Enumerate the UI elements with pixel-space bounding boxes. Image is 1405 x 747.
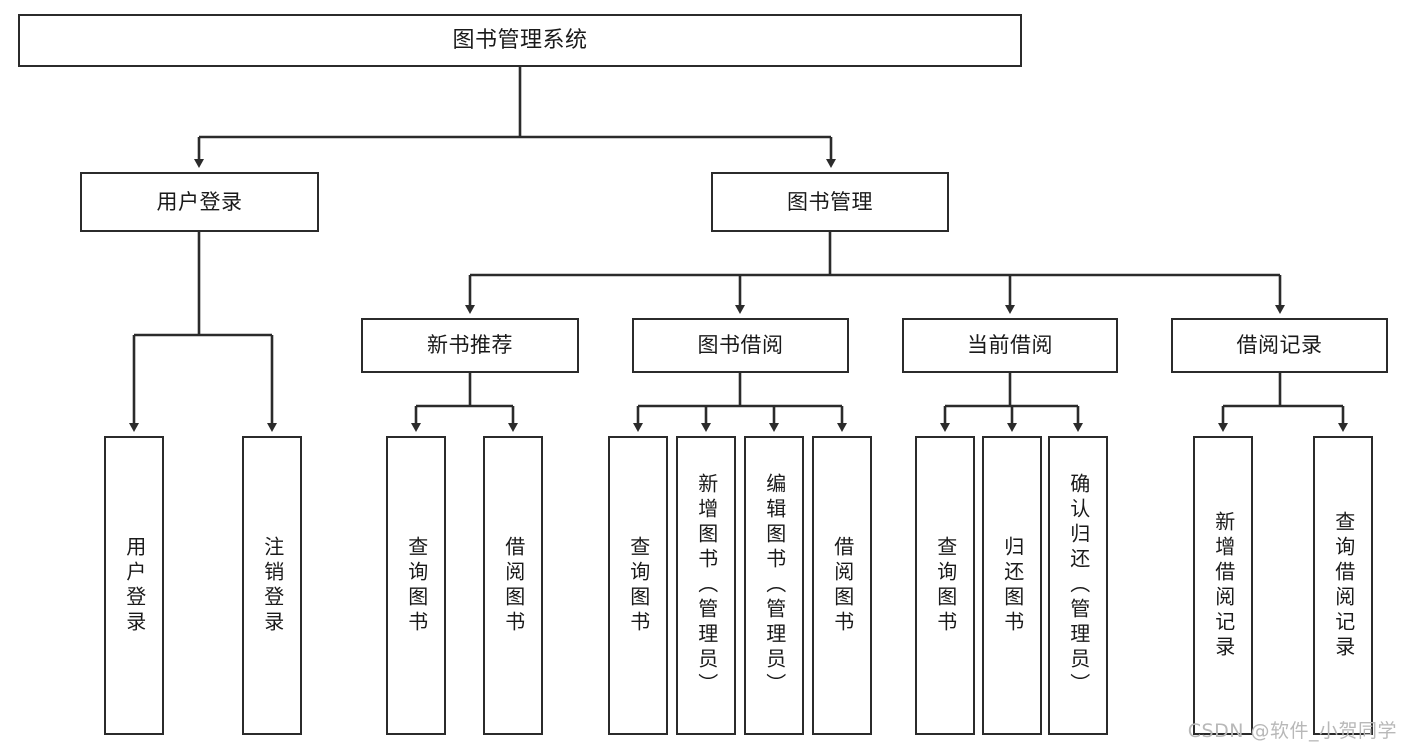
node-user-login-label: 用户登录 [156,189,243,214]
leaf-edit-book[interactable]: 编辑图书（管理员） [744,436,804,735]
leaf-confirm-return[interactable]: 确认归还（管理员） [1048,436,1108,735]
node-root[interactable]: 图书管理系统 [18,14,1022,67]
leaf-add-book[interactable]: 新增图书（管理员） [676,436,736,735]
leaf-query-book-2[interactable]: 查询图书 [608,436,668,735]
leaf-add-book-label: 新增图书（管理员） [694,473,719,698]
node-book-management-label: 图书管理 [787,189,873,214]
leaf-query-record[interactable]: 查询借阅记录 [1313,436,1373,735]
leaf-borrow-book-1-label: 借阅图书 [501,535,526,636]
leaf-confirm-return-label: 确认归还（管理员） [1066,473,1091,698]
leaf-return-book-label: 归还图书 [1000,535,1025,636]
node-current-borrow[interactable]: 当前借阅 [902,318,1118,373]
leaf-user-login[interactable]: 用户登录 [104,436,164,735]
leaf-logout-label: 注销登录 [260,535,285,636]
node-borrow-record-label: 借阅记录 [1236,333,1323,358]
node-book-borrow-label: 图书借阅 [697,333,784,358]
leaf-add-record[interactable]: 新增借阅记录 [1193,436,1253,735]
leaf-query-book-2-label: 查询图书 [626,535,651,636]
leaf-return-book[interactable]: 归还图书 [982,436,1042,735]
leaf-query-book-1[interactable]: 查询图书 [386,436,446,735]
leaf-query-book-1-label: 查询图书 [404,535,429,636]
node-book-management[interactable]: 图书管理 [711,172,949,232]
leaf-query-book-3-label: 查询图书 [933,535,958,636]
leaf-query-record-label: 查询借阅记录 [1331,510,1356,661]
node-current-borrow-label: 当前借阅 [967,333,1053,358]
node-book-borrow[interactable]: 图书借阅 [632,318,849,373]
node-root-label: 图书管理系统 [452,27,588,53]
leaf-borrow-book-2-label: 借阅图书 [830,535,855,636]
node-new-book-recommend-label: 新书推荐 [427,333,513,358]
node-new-book-recommend[interactable]: 新书推荐 [361,318,579,373]
node-user-login[interactable]: 用户登录 [80,172,319,232]
leaf-user-login-label: 用户登录 [122,535,147,636]
node-borrow-record[interactable]: 借阅记录 [1171,318,1388,373]
leaf-logout[interactable]: 注销登录 [242,436,302,735]
leaf-query-book-3[interactable]: 查询图书 [915,436,975,735]
leaf-edit-book-label: 编辑图书（管理员） [762,473,787,698]
leaf-add-record-label: 新增借阅记录 [1211,510,1236,661]
leaf-borrow-book-1[interactable]: 借阅图书 [483,436,543,735]
watermark: CSDN @软件_小贺同学 [1187,720,1397,742]
leaf-borrow-book-2[interactable]: 借阅图书 [812,436,872,735]
